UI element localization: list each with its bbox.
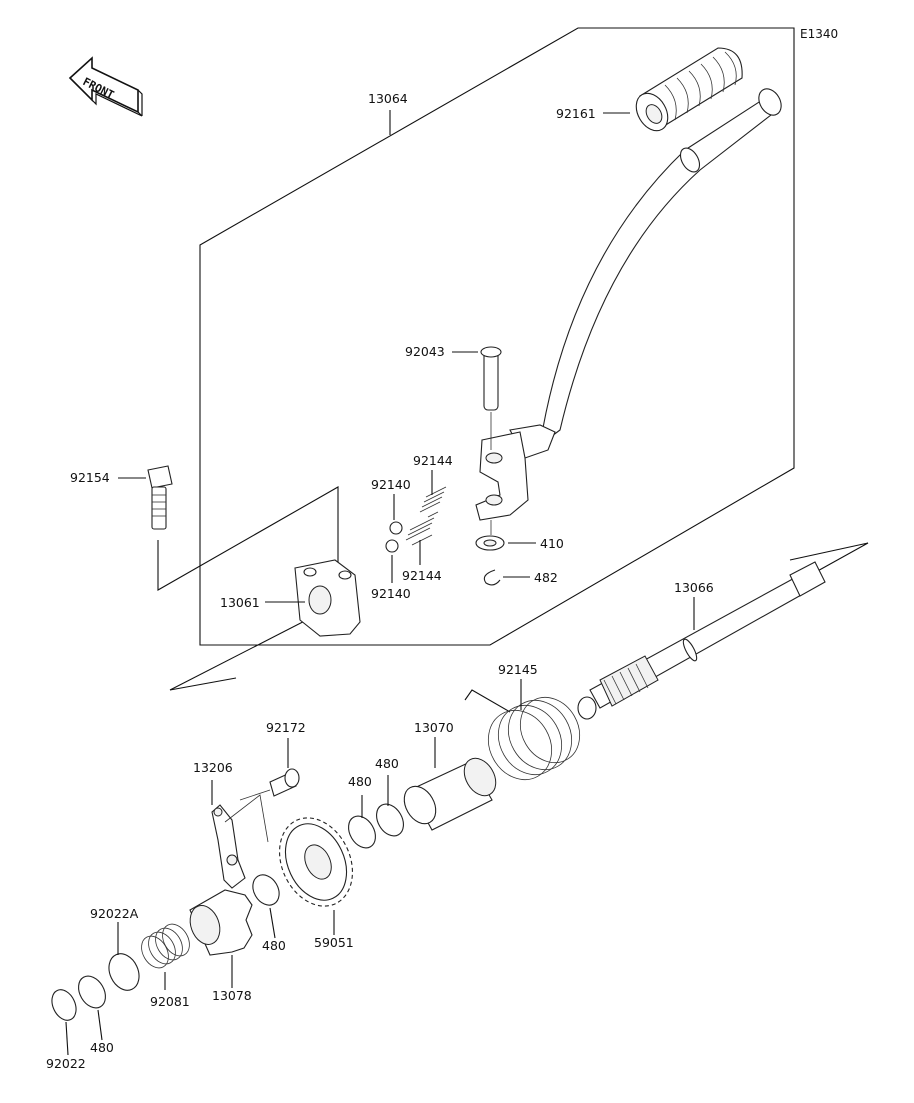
label-92081: 92081 (150, 994, 190, 1009)
label-13061: 13061 (220, 595, 260, 610)
circlip-c-part (252, 874, 280, 906)
axis-arrow-left (169, 677, 237, 691)
label-13064: 13064 (368, 91, 408, 106)
bolt-part (147, 465, 173, 530)
circlip-b-part (376, 803, 404, 837)
screw-part (239, 768, 300, 801)
compression-spring-part (141, 923, 190, 969)
spring-upper-part (419, 486, 447, 518)
diagram-code: E1340 (800, 27, 838, 41)
label-13206: 13206 (193, 760, 233, 775)
circlip-d-part (78, 975, 106, 1009)
label-92022: 92022 (46, 1056, 86, 1071)
ball-lower-part (385, 539, 399, 553)
pin-part (480, 346, 502, 450)
label-480-b: 480 (375, 756, 399, 771)
guide-plate-part (211, 794, 269, 889)
label-92144-lower: 92144 (402, 568, 442, 583)
label-410: 410 (540, 536, 564, 551)
clamp-part (294, 559, 361, 637)
label-482: 482 (534, 570, 558, 585)
spring-lower-part (405, 517, 435, 546)
label-13070: 13070 (414, 720, 454, 735)
washer-92022-part (51, 989, 77, 1021)
label-92145: 92145 (498, 662, 538, 677)
label-480-d: 480 (90, 1040, 114, 1055)
label-92172: 92172 (266, 720, 306, 735)
label-92144-upper: 92144 (413, 453, 453, 468)
front-arrow-icon: FRONT (68, 56, 143, 117)
label-13078: 13078 (212, 988, 252, 1003)
bolt-guide-line (157, 486, 339, 591)
circlip-a-part (348, 815, 376, 849)
label-480-c: 480 (262, 938, 286, 953)
label-92043: 92043 (405, 344, 445, 359)
label-92022A: 92022A (90, 906, 139, 921)
axis-line-shaft-right (789, 542, 869, 579)
leader-lines (65, 110, 695, 1056)
label-13066: 13066 (674, 580, 714, 595)
label-92154: 92154 (70, 470, 110, 485)
label-92161: 92161 (556, 106, 596, 121)
torsion-spring-part (464, 689, 581, 780)
sleeve-part (403, 757, 497, 831)
washer-410-part (475, 520, 505, 551)
shaft-part (577, 561, 826, 720)
clip-482-part (483, 569, 501, 586)
washer-92022a-part (108, 953, 140, 991)
grip-rubber-part (635, 47, 743, 132)
assembly-outline (199, 27, 795, 646)
label-480-a: 480 (348, 774, 372, 789)
gear-part (279, 817, 353, 907)
ball-upper-part (389, 521, 403, 535)
ratchet-part (189, 889, 253, 956)
label-92140-upper: 92140 (371, 477, 411, 492)
label-92140-lower: 92140 (371, 586, 411, 601)
kick-arm-part (475, 88, 782, 521)
label-59051: 59051 (314, 935, 354, 950)
